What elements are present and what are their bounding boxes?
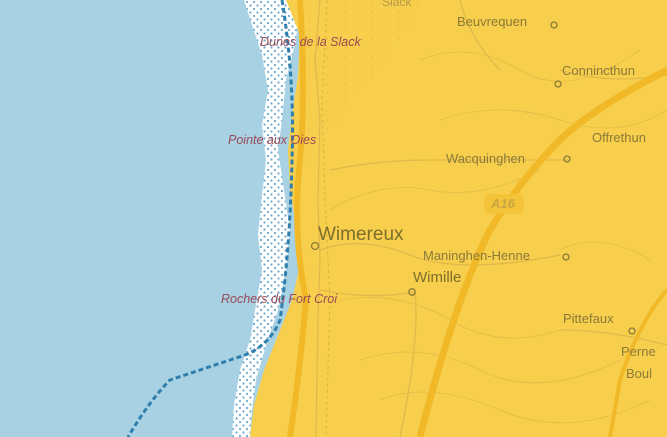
minor-roads — [314, 0, 667, 437]
place-boulogne: Boul — [626, 366, 653, 381]
place-wacquinghen: Wacquinghen — [446, 151, 526, 166]
marker-pittefaux — [628, 327, 636, 335]
dune-dots — [232, 0, 300, 437]
marker-wimereux — [310, 241, 320, 251]
feature-rochers: Rochers du Fort Croi — [221, 292, 338, 306]
terrain-lines — [329, 49, 667, 424]
marker-maninghen — [562, 253, 570, 261]
place-offrethun: Offrethun — [592, 130, 646, 145]
place-wimille: Wimille — [413, 269, 462, 286]
feature-pointe: Pointe aux Oies — [228, 133, 317, 147]
marker-wimille — [408, 288, 416, 296]
railway — [321, 0, 331, 437]
land-area — [250, 0, 667, 437]
place-beuvrequen: Beuvrequen — [457, 14, 528, 29]
place-pernes: Perne — [621, 344, 656, 359]
road-shield-a16 — [484, 194, 524, 214]
sand-texture — [296, 0, 420, 170]
feature-dunes: Dunes de la Slack — [260, 35, 361, 49]
place-maninghen-henne: Maninghen-Henne — [423, 248, 530, 263]
marker-beuvrequen — [550, 21, 558, 29]
place-markers — [310, 21, 636, 335]
marker-wacquinghen — [563, 155, 571, 163]
road-shield-label: A16 — [491, 196, 515, 211]
place-wimereux: Wimereux — [318, 224, 404, 245]
place-slack: Slack — [382, 0, 412, 9]
marker-connincthun — [554, 80, 562, 88]
place-pittefaux: Pittefaux — [563, 311, 614, 326]
maritime-boundary — [126, 0, 295, 437]
east-road — [608, 288, 667, 437]
coastal-road — [287, 0, 310, 437]
place-connincthun: Connincthun — [562, 63, 635, 78]
